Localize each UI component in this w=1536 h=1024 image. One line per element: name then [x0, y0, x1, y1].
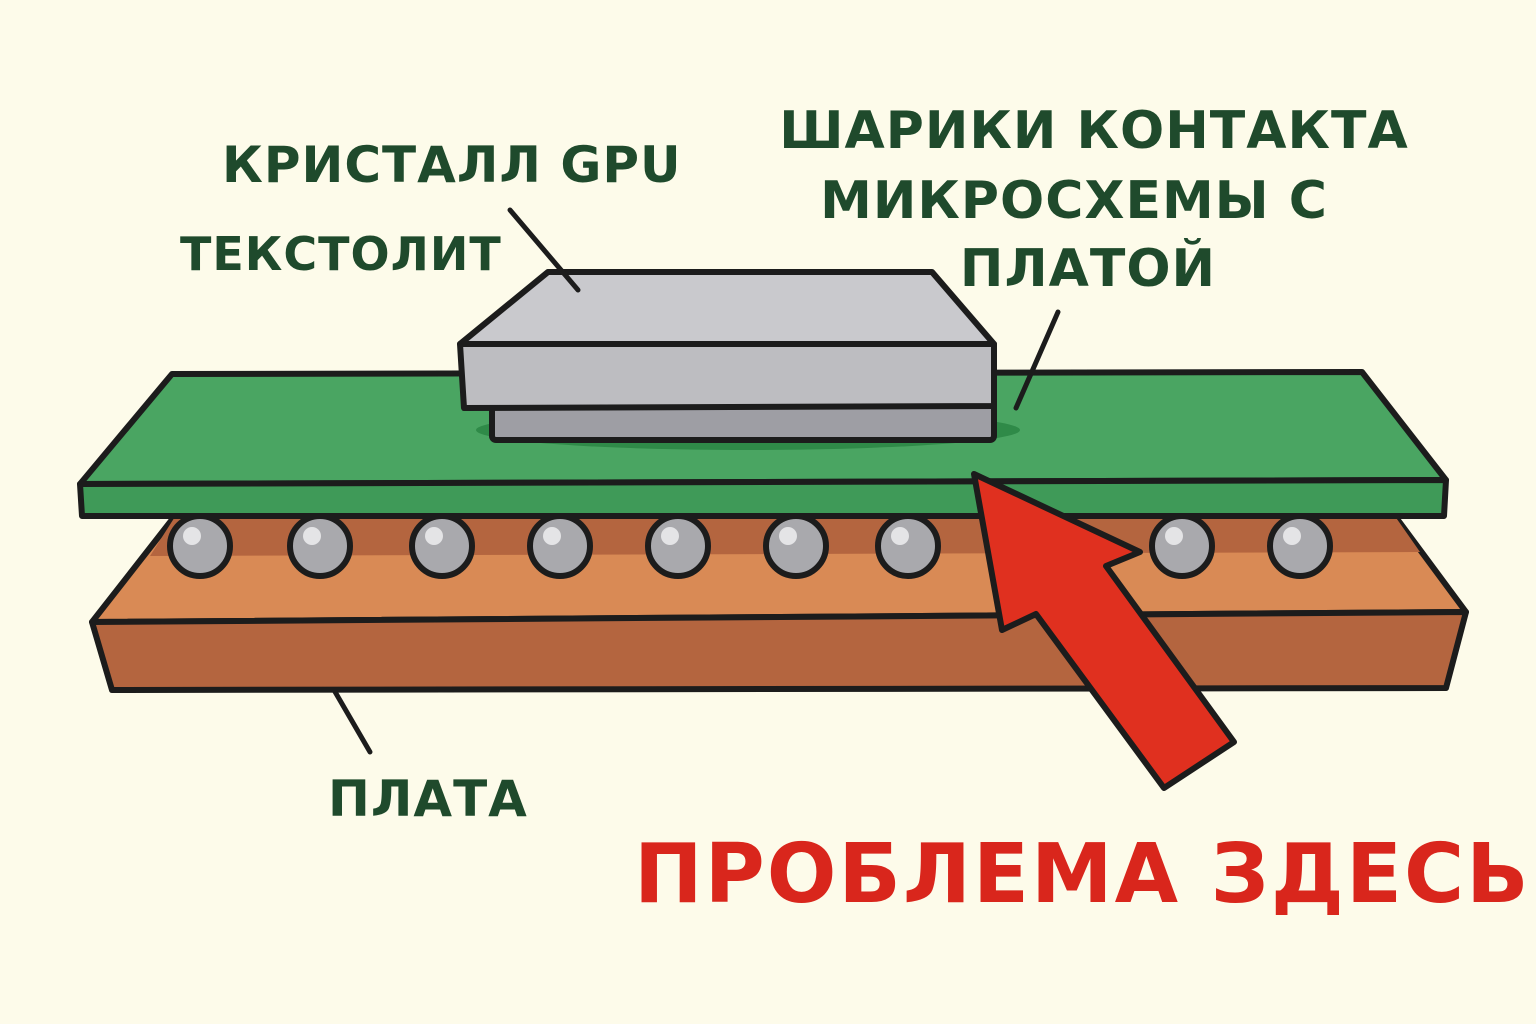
solder-balls-label-line-3: ПЛАТОЙ — [960, 238, 1216, 299]
solder-ball — [645, 513, 711, 579]
solder-ball — [527, 513, 593, 579]
solder-ball — [1267, 513, 1333, 579]
leader-gpu-die — [507, 207, 581, 293]
gpu-die — [457, 269, 997, 443]
solder-ball — [763, 513, 829, 579]
problem-label: ПРОБЛЕМА ЗДЕСЬ — [634, 827, 1531, 922]
solder-ball — [409, 513, 475, 579]
solder-balls-label-line-1: ШАРИКИ КОНТАКТА — [779, 101, 1408, 161]
solder-balls-label-line-2: МИКРОСХЕМЫ С — [820, 171, 1328, 231]
solder-ball — [875, 513, 941, 579]
solder-ball — [167, 513, 233, 579]
solder-ball — [287, 513, 353, 579]
gpu-die-label: КРИСТАЛЛ GPU — [222, 136, 682, 194]
solder-ball — [1149, 513, 1215, 579]
board-label: ПЛАТА — [328, 770, 528, 828]
board-front-face — [89, 609, 1469, 693]
substrate-label: ТЕКСТОЛИТ — [180, 227, 502, 281]
substrate-front-face — [77, 477, 1449, 519]
leader-board — [331, 687, 373, 755]
die-top-face — [457, 269, 997, 347]
leader-solder-balls — [1013, 309, 1061, 411]
die-front-face — [457, 341, 997, 411]
solder-balls — [167, 513, 1333, 579]
red-arrow-icon — [971, 471, 1237, 791]
